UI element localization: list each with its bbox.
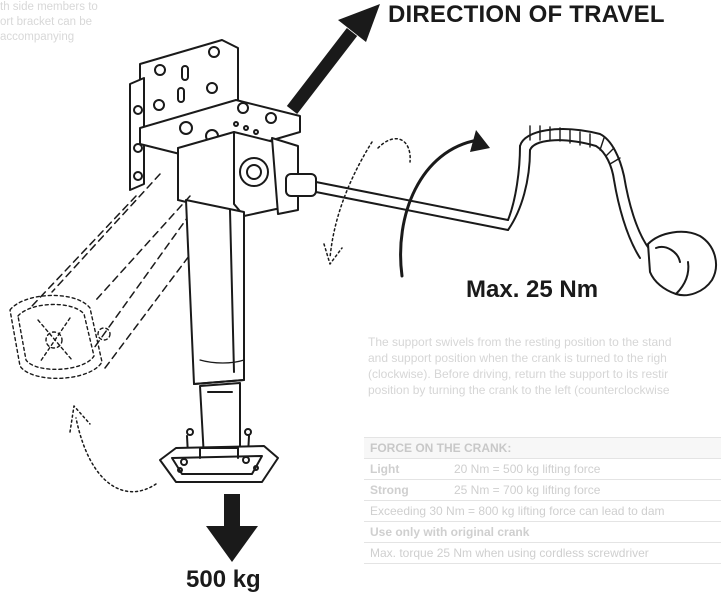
crank-note: Use only with original crank: [364, 521, 721, 543]
paragraph-line: position by turning the crank to the lef…: [368, 383, 670, 397]
paragraph-line: (clockwise). Before driving, return the …: [368, 367, 669, 381]
swivel-projection: [31, 173, 211, 373]
table-header-row: FORCE ON THE CRANK:: [364, 437, 721, 459]
crank-handle: [285, 125, 717, 297]
faded-top-line: accompanying: [0, 31, 75, 43]
mounting-bracket: [129, 39, 301, 191]
row-value: 20 Nm = 500 kg lifting force: [448, 458, 721, 480]
row-value: 25 Nm = 700 kg lifting force: [448, 479, 721, 501]
load-arrow-icon: [206, 494, 258, 562]
faded-top-line: th side members to: [0, 1, 98, 13]
table-header: FORCE ON THE CRANK:: [364, 437, 721, 459]
table-row: Strong 25 Nm = 700 kg lifting force: [364, 479, 721, 501]
screwdriver-note: Max. torque 25 Nm when using cordless sc…: [364, 542, 721, 564]
faded-top-line: ort bracket can be: [0, 16, 93, 28]
crank-force-table-wrapper: FORCE ON THE CRANK: Light 20 Nm = 500 kg…: [364, 437, 721, 569]
direction-arrow-icon: [286, 4, 380, 114]
foot-plate: [159, 445, 279, 483]
crank-force-table: FORCE ON THE CRANK: Light 20 Nm = 500 kg…: [364, 437, 721, 564]
table-row: Light 20 Nm = 500 kg lifting force: [364, 458, 721, 480]
gear-housing: [177, 131, 299, 217]
rotation-arrow-icon: [399, 130, 490, 278]
row-label: Light: [364, 458, 448, 480]
paragraph-line: and support position when the crank is t…: [368, 351, 667, 365]
ghost-foot-plate: [9, 294, 111, 380]
table-row: Exceeding 30 Nm = 800 kg lifting force c…: [364, 500, 721, 522]
table-row: Max. torque 25 Nm when using cordless sc…: [364, 542, 721, 564]
swivel-arrow-icon: [69, 137, 411, 493]
warning-text: Exceeding 30 Nm = 800 kg lifting force c…: [364, 500, 721, 522]
paragraph-line: The support swivels from the resting pos…: [368, 335, 672, 349]
table-row: Use only with original crank: [364, 521, 721, 543]
row-label: Strong: [364, 479, 448, 501]
direction-of-travel-label: DIRECTION OF TRAVEL: [388, 1, 665, 28]
max-torque-label: Max. 25 Nm: [466, 276, 599, 303]
support-leg: [185, 199, 252, 475]
faded-top-text: th side members to ort bracket can be ac…: [0, 0, 122, 45]
swivel-instructions: The support swivels from the resting pos…: [368, 334, 721, 398]
load-label: 500 kg: [186, 566, 261, 593]
